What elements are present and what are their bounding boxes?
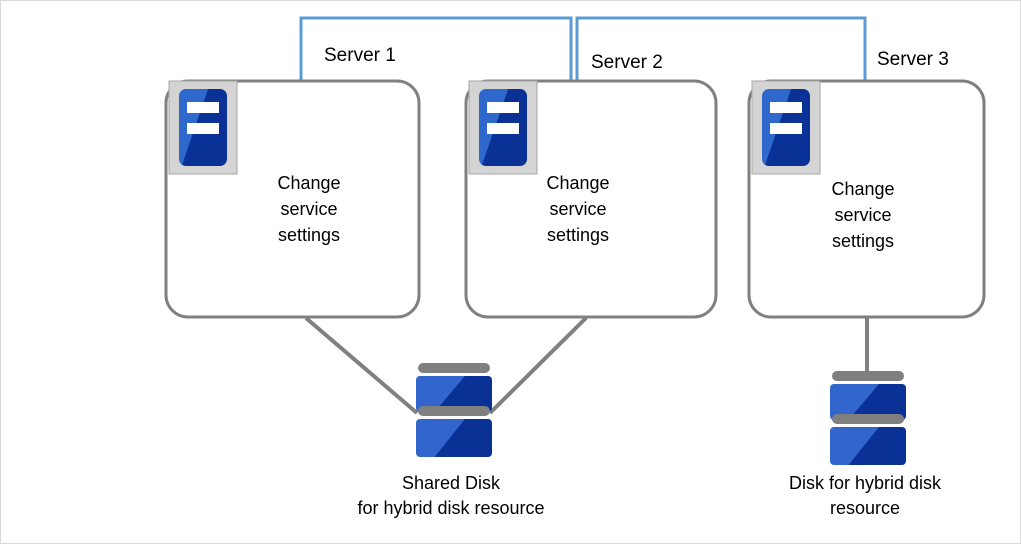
server-3-tag: Server 3	[877, 49, 949, 70]
network-segment-left	[299, 16, 573, 81]
server-icon	[468, 80, 538, 175]
server-icon	[751, 80, 821, 175]
server-icon-bar-bottom	[770, 123, 802, 134]
server-1-tag: Server 1	[324, 45, 396, 66]
server-icon-bar-top	[187, 102, 219, 113]
disk-platter-top	[416, 376, 492, 412]
shared-disk-caption: Shared Disk for hybrid disk resource	[357, 473, 545, 518]
server-icon-bar-top	[770, 102, 802, 113]
disk-connectors	[304, 316, 869, 415]
disk-stack-icon-local[interactable]	[830, 371, 906, 465]
server-2-tag: Server 2	[591, 52, 663, 73]
connector-server1-shared-disk	[304, 316, 419, 415]
disk-band-bottom	[832, 414, 904, 424]
server-2-body-text: Change service settings	[546, 173, 610, 245]
disk-platter-bottom	[830, 427, 906, 465]
disk-stack-icon-shared[interactable]	[416, 363, 492, 457]
server-box-1[interactable]	[164, 79, 421, 319]
server-box-3[interactable]	[747, 79, 986, 319]
server-box-2[interactable]	[464, 79, 718, 319]
disk-band-top	[832, 371, 904, 381]
server-icon	[168, 80, 238, 175]
disk-platter-top	[830, 384, 906, 420]
disk-band-top	[418, 363, 490, 373]
server-3-body-text: Change service settings	[831, 179, 895, 251]
network-bus	[299, 16, 867, 81]
disk-platter-bottom	[416, 419, 492, 457]
disk-band-bottom	[418, 406, 490, 416]
server-icon-bar-bottom	[487, 123, 519, 134]
connector-server2-shared-disk	[488, 316, 588, 415]
network-segment-right	[575, 16, 867, 81]
server-icon-bar-top	[487, 102, 519, 113]
server-icon-bar-bottom	[187, 123, 219, 134]
server-1-body-text: Change service settings	[277, 173, 341, 245]
local-disk-caption: Disk for hybrid disk resource	[788, 473, 942, 518]
